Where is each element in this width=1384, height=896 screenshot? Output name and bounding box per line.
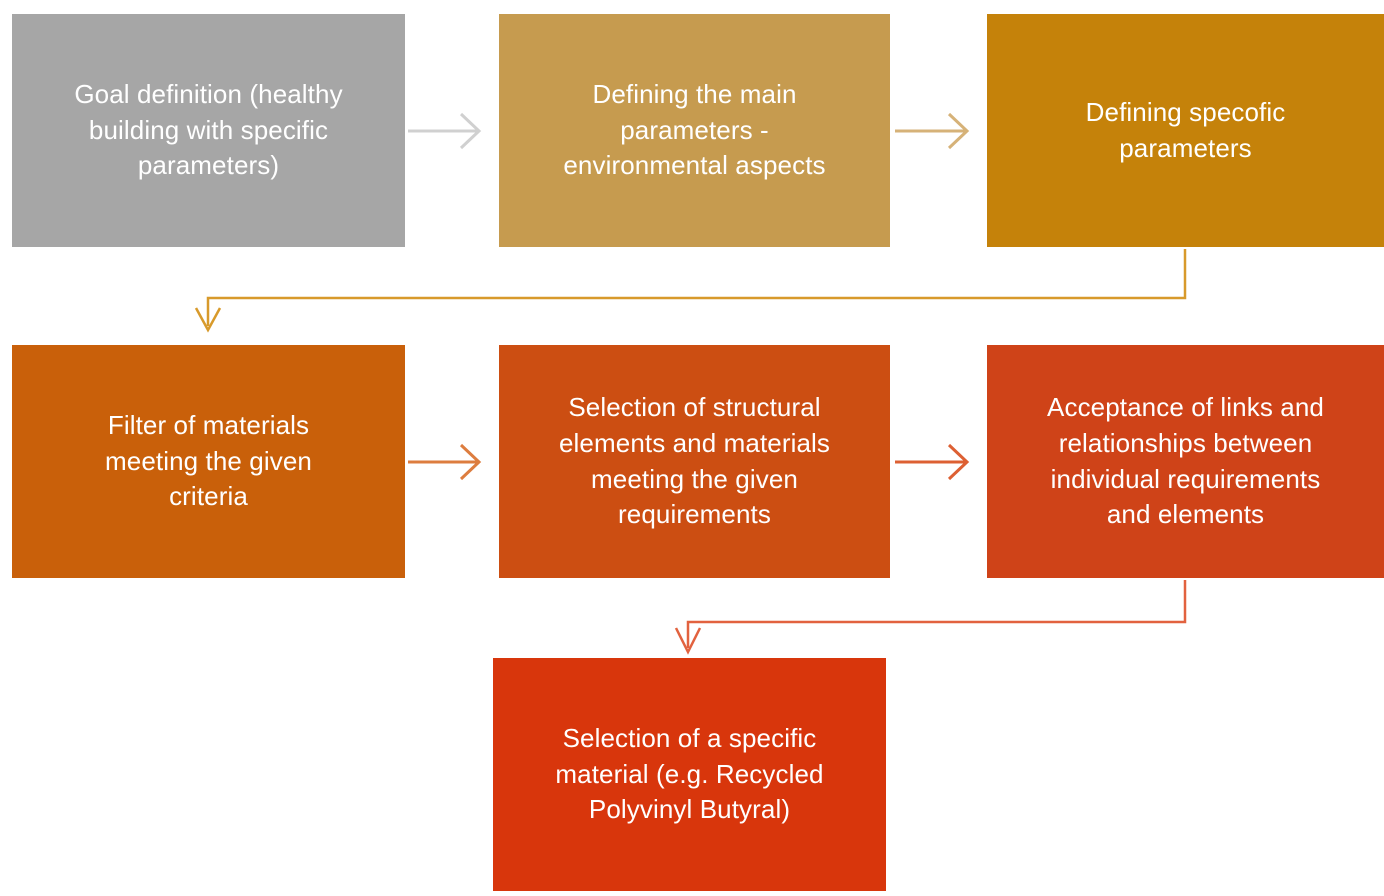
node-label: Acceptance of links and relationships be…	[1047, 391, 1324, 530]
node-label: Defining specofic parameters	[1085, 96, 1286, 163]
connector-acceptance-to-specific-material	[674, 580, 1187, 655]
arrowhead-icon	[947, 443, 970, 481]
node-main-parameters[interactable]: Defining the main parameters - environme…	[499, 14, 890, 247]
connector-specific-parameters-to-filter	[194, 249, 1187, 333]
node-label: Goal definition (healthy building with s…	[74, 78, 343, 181]
node-label: Selection of structural elements and mat…	[559, 391, 830, 530]
node-acceptance-links[interactable]: Acceptance of links and relationships be…	[987, 345, 1384, 578]
connector-main-to-specific-parameters	[895, 112, 970, 150]
node-filter-materials[interactable]: Filter of materials meeting the given cr…	[12, 345, 405, 578]
node-label: Defining the main parameters - environme…	[563, 78, 826, 181]
connector-shaft	[686, 580, 1187, 648]
arrowhead-icon	[674, 627, 702, 655]
node-specific-parameters[interactable]: Defining specofic parameters	[987, 14, 1384, 247]
connector-filter-to-structural	[408, 443, 482, 481]
node-specific-material[interactable]: Selection of a specific material (e.g. R…	[493, 658, 886, 891]
arrowhead-icon	[459, 443, 482, 481]
node-goal-definition[interactable]: Goal definition (healthy building with s…	[12, 14, 405, 247]
arrowhead-icon	[947, 112, 970, 150]
arrowhead-icon	[194, 307, 222, 333]
node-label: Filter of materials meeting the given cr…	[105, 409, 312, 512]
node-structural-elements[interactable]: Selection of structural elements and mat…	[499, 345, 890, 578]
node-label: Selection of a specific material (e.g. R…	[555, 722, 824, 825]
connector-structural-to-acceptance	[895, 443, 970, 481]
connector-shaft	[206, 249, 1187, 326]
arrowhead-icon	[459, 112, 482, 150]
connector-goal-to-main-parameters	[408, 112, 482, 150]
